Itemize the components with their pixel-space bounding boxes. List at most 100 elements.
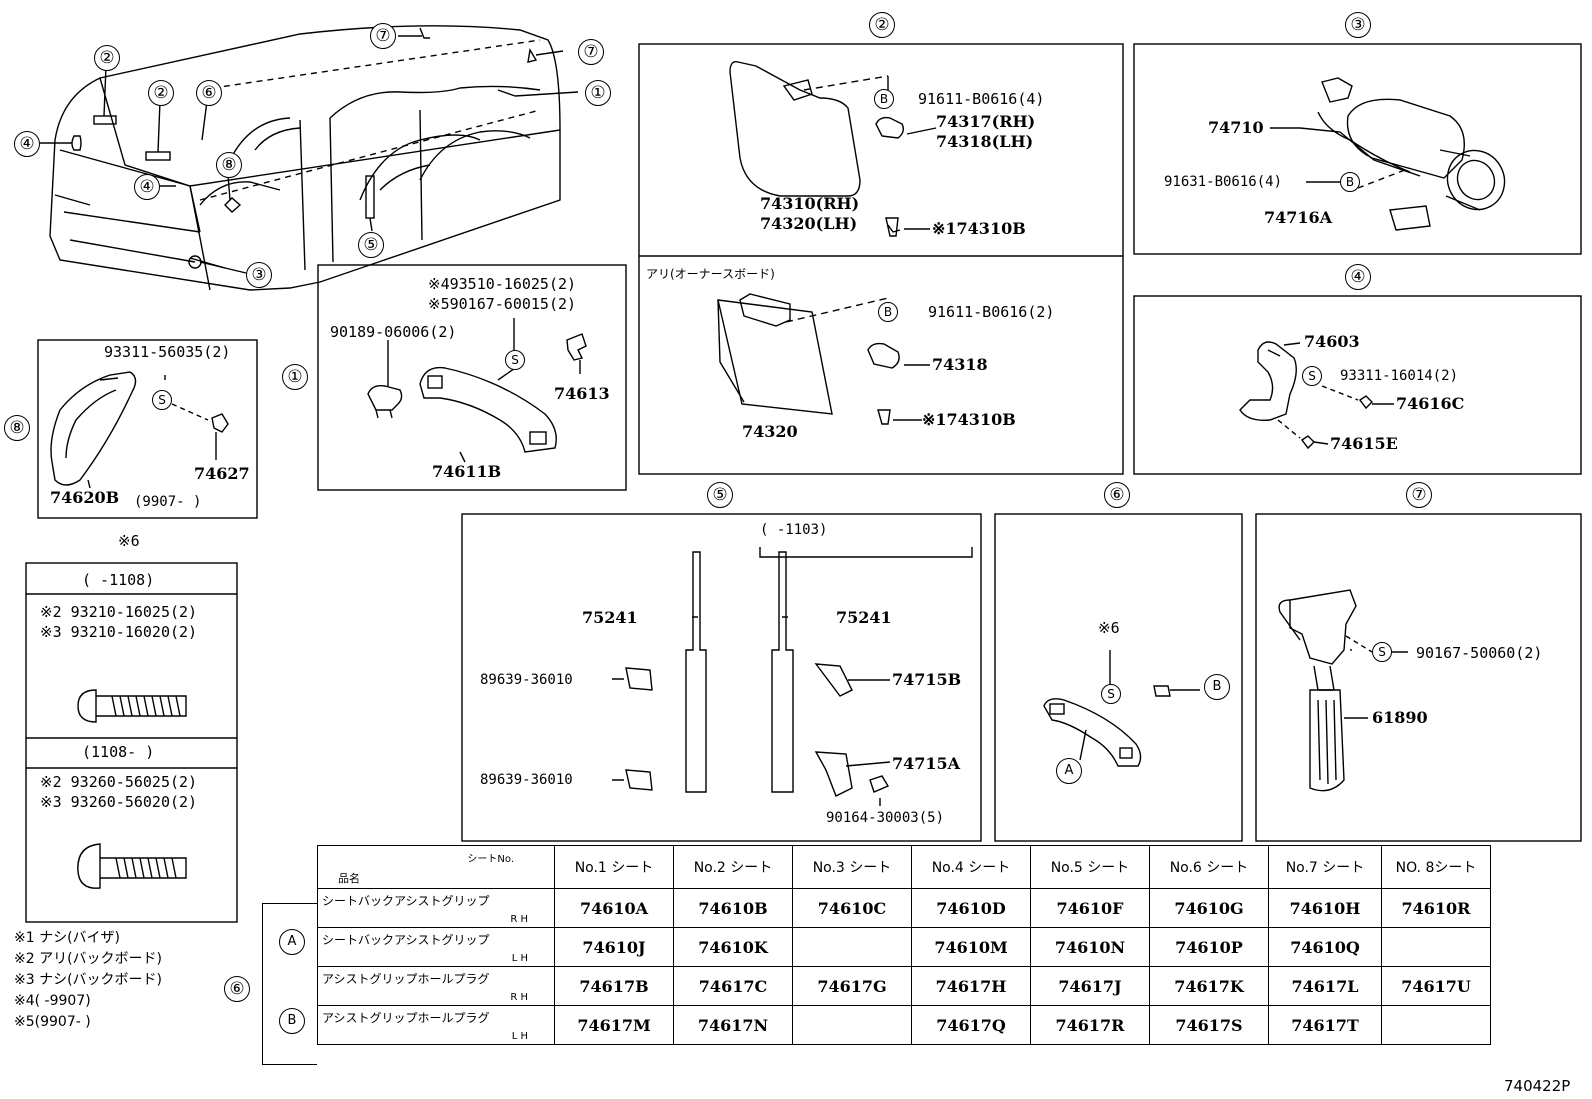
p1-part-90189: 90189-06006(2) bbox=[330, 323, 457, 341]
p6-a-marker: A bbox=[1056, 758, 1082, 784]
panel-3-frame bbox=[1133, 43, 1582, 255]
bolt-part-93210-16020: ※3 93210-16020(2) bbox=[40, 623, 198, 641]
row-part-name: シートバックアシストグリップ bbox=[322, 894, 490, 908]
p1-part-74613: 74613 bbox=[554, 384, 610, 403]
table-corner-cell: シートNo. 品名 bbox=[317, 845, 555, 889]
row-side: L H bbox=[511, 953, 528, 964]
van-callout-2b[interactable]: ② bbox=[148, 80, 174, 106]
p3-part-74710: 74710 bbox=[1208, 118, 1264, 137]
table-group-6: ⑥ bbox=[224, 976, 250, 1002]
part-number-cell: 74610H bbox=[1268, 888, 1382, 928]
van-callout-7a[interactable]: ⑦ bbox=[370, 23, 396, 49]
van-illustration bbox=[40, 25, 579, 291]
bolt-part-93210-16025: ※2 93210-16025(2) bbox=[40, 603, 198, 621]
row-part-name: アシストグリップホールプラグ bbox=[322, 972, 490, 986]
table-header-seat-2: No.2 シート bbox=[673, 845, 793, 889]
panel-4-frame bbox=[1133, 295, 1582, 475]
table-header-seat-4: No.4 シート bbox=[911, 845, 1031, 889]
part-number-cell: 74610R bbox=[1381, 888, 1491, 928]
table-header-seat-5: No.5 シート bbox=[1030, 845, 1150, 889]
part-number-cell: 74610A bbox=[554, 888, 674, 928]
row-side: R H bbox=[510, 914, 528, 925]
bolt-range-1: ( -1108) bbox=[82, 571, 155, 589]
part-number-cell: 74610M bbox=[911, 927, 1031, 967]
p3-part-91631: 91631-B0616(4) bbox=[1164, 174, 1283, 190]
p8-part-93311: 93311-56035(2) bbox=[104, 343, 231, 361]
part-number-cell: 74610G bbox=[1149, 888, 1269, 928]
p5-part-90164: 90164-30003(5) bbox=[826, 810, 945, 826]
p5-part-89639-lower: 89639-36010 bbox=[480, 772, 573, 788]
p4-part-93311: 93311-16014(2) bbox=[1340, 368, 1459, 384]
p8-part-74627: 74627 bbox=[194, 464, 250, 483]
panel-4-title: ④ bbox=[1345, 264, 1371, 290]
row-part-name: シートバックアシストグリップ bbox=[322, 933, 490, 947]
p2a-part-74317: 74317(RH) bbox=[936, 112, 1036, 131]
part-number-cell bbox=[792, 1005, 912, 1045]
table-corner-top: シートNo. bbox=[467, 854, 514, 865]
p2a-part-174310B: ※174310B bbox=[932, 219, 1026, 238]
p8-range: (9907- ) bbox=[134, 494, 202, 510]
p8-s-badge: S bbox=[152, 390, 172, 410]
part-number-cell: 74610P bbox=[1149, 927, 1269, 967]
van-callout-8[interactable]: ⑧ bbox=[216, 152, 242, 178]
van-callout-4b[interactable]: ④ bbox=[134, 174, 160, 200]
part-number-cell: 74617K bbox=[1149, 966, 1269, 1006]
table-row-name: シートバックアシストグリップ L H bbox=[317, 927, 555, 967]
p5-part-89639-upper: 89639-36010 bbox=[480, 672, 573, 688]
panel-6-frame bbox=[994, 513, 1243, 842]
panel-8-title: ⑧ bbox=[4, 415, 30, 441]
part-number-cell: 74610J bbox=[554, 927, 674, 967]
part-number-cell: 74617U bbox=[1381, 966, 1491, 1006]
assist-grip-drawing bbox=[367, 318, 587, 463]
van-callout-3[interactable]: ③ bbox=[246, 262, 272, 288]
part-number-cell: 74617Q bbox=[911, 1005, 1031, 1045]
p2a-part-74320: 74320(LH) bbox=[760, 214, 858, 233]
panel-8-frame bbox=[37, 339, 258, 519]
van-callout-5[interactable]: ⑤ bbox=[358, 232, 384, 258]
p4-part-74603: 74603 bbox=[1304, 332, 1360, 351]
p2b-part-74318: 74318 bbox=[932, 355, 988, 374]
p4-s-badge: S bbox=[1302, 366, 1322, 386]
bolt-part-93260-56020: ※3 93260-56020(2) bbox=[40, 793, 198, 811]
table-corner-bottom: 品名 bbox=[338, 872, 360, 885]
van-callout-2a[interactable]: ② bbox=[94, 45, 120, 71]
part-number-cell: 74617T bbox=[1268, 1005, 1382, 1045]
part-number-cell: 74610N bbox=[1030, 927, 1150, 967]
part-number-cell bbox=[1381, 1005, 1491, 1045]
part-number-cell: 74610K bbox=[673, 927, 793, 967]
note-3: ※3 ナシ(バックボード) bbox=[14, 972, 163, 988]
bolt-box-frame bbox=[25, 562, 238, 923]
table-header-seat-8: NO. 8シート bbox=[1381, 845, 1491, 889]
seat-grip-parts-table: シートNo. 品名 No.1 シート No.2 シート No.3 シート No.… bbox=[317, 845, 1491, 1045]
sun-visor-drawings bbox=[717, 61, 937, 425]
van-callout-6[interactable]: ⑥ bbox=[196, 80, 222, 106]
p4-part-74616C: 74616C bbox=[1396, 394, 1465, 413]
part-number-cell bbox=[792, 927, 912, 967]
p5-part-74715A: 74715A bbox=[892, 754, 961, 773]
p2a-part-74318: 74318(LH) bbox=[936, 132, 1034, 151]
part-number-cell: 74617N bbox=[673, 1005, 793, 1045]
part-number-cell: 74617S bbox=[1149, 1005, 1269, 1045]
bolt-box-title: ※6 bbox=[118, 532, 140, 550]
p5-part-74715B: 74715B bbox=[892, 670, 962, 689]
part-number-cell: 74617B bbox=[554, 966, 674, 1006]
p2b-title: アリ(オーナースボード) bbox=[646, 267, 775, 281]
rod-drawings bbox=[612, 547, 973, 806]
p5-range: ( -1103) bbox=[760, 522, 828, 538]
part-number-cell: 74617L bbox=[1268, 966, 1382, 1006]
p1-part-493510: ※493510-16025(2) bbox=[428, 275, 577, 293]
van-callout-1[interactable]: ① bbox=[585, 80, 611, 106]
p3-b-badge: B bbox=[1340, 172, 1360, 192]
p8-part-74620B: 74620B bbox=[50, 488, 120, 507]
table-header-row: シートNo. 品名 No.1 シート No.2 シート No.3 シート No.… bbox=[317, 845, 1491, 889]
part-number-cell: 74617R bbox=[1030, 1005, 1150, 1045]
van-callout-7b[interactable]: ⑦ bbox=[578, 39, 604, 65]
van-callout-4a[interactable]: ④ bbox=[14, 131, 40, 157]
grip-6-drawing bbox=[1043, 650, 1200, 767]
part-number-cell: 74617M bbox=[554, 1005, 674, 1045]
part-number-cell: 74610F bbox=[1030, 888, 1150, 928]
table-row-group-b: B bbox=[279, 1008, 305, 1034]
